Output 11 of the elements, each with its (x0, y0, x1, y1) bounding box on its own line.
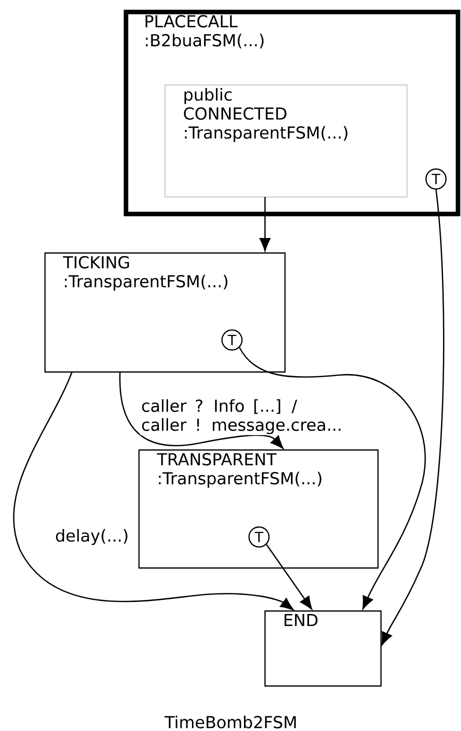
state-box: END (264, 610, 382, 687)
transition-arrow (266, 544, 312, 610)
transition-arrow (119, 372, 284, 449)
transition-arrow (260, 197, 270, 252)
transition-arrow (13, 372, 294, 610)
edge-label: delay(...) (54, 528, 130, 546)
transition-arrow (381, 190, 444, 646)
edge-label: caller ? Info [...] / caller ! message.crea... (140, 398, 348, 436)
transition-arrow (238, 347, 426, 610)
diagram-caption: TimeBomb2FSM (164, 716, 296, 728)
state-box: public CONNECTED :TransparentFSM(...) (164, 84, 408, 198)
